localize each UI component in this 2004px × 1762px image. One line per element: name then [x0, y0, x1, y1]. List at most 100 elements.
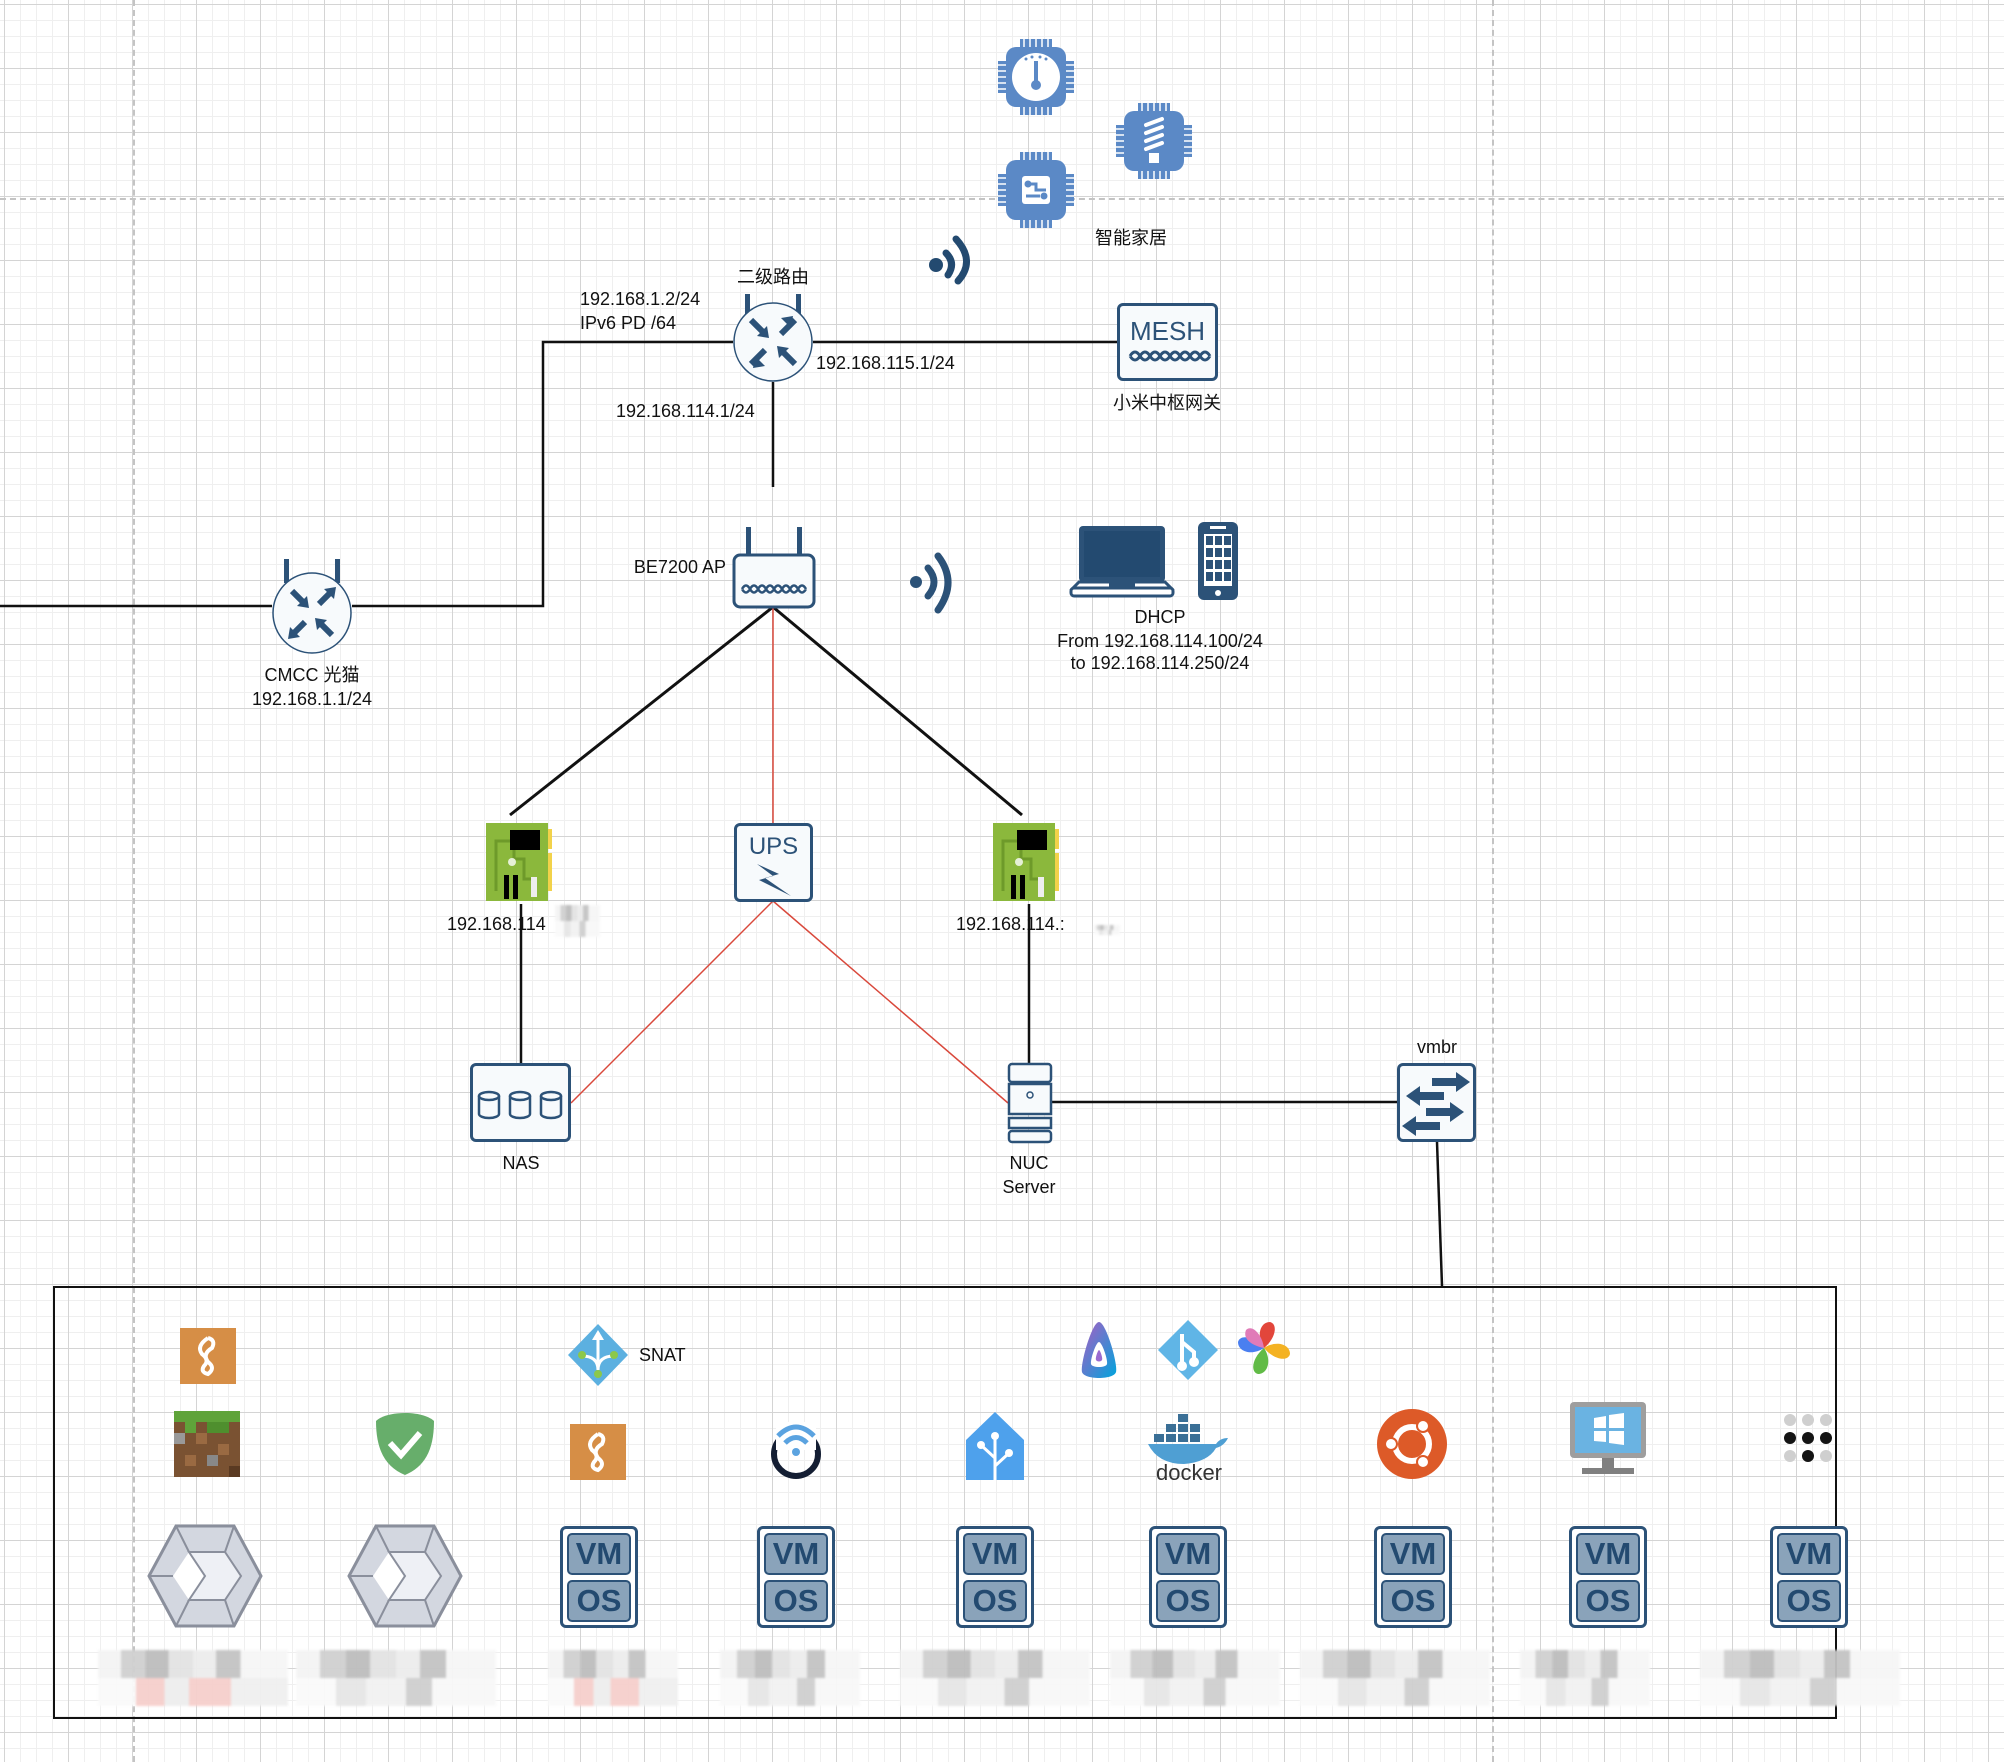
lightning-bolt-icon	[757, 864, 791, 896]
redacted-guest-name	[720, 1650, 860, 1706]
os-text: OS	[1381, 1580, 1445, 1622]
thermometer-chip-icon[interactable]	[996, 37, 1076, 117]
vm-text: VM	[1156, 1533, 1220, 1575]
ubuntu-icon	[1377, 1409, 1447, 1479]
docker-icon: docker	[1148, 1414, 1228, 1482]
wifi-signal-icon	[929, 235, 970, 285]
network-card-right-icon[interactable]	[991, 821, 1061, 903]
wifi-signal-icon	[910, 552, 952, 614]
circuit-chip-icon[interactable]	[996, 150, 1076, 230]
bridge-label: vmbr	[1417, 1037, 1457, 1057]
vm-text: VM	[1777, 1533, 1841, 1575]
smart-home-label: 智能家居	[1095, 228, 1167, 248]
network-card-left-icon[interactable]	[484, 821, 554, 903]
os-text: OS	[1777, 1580, 1841, 1622]
openwrt-wifi-icon	[771, 1422, 821, 1479]
mesh-box-text: MESH	[1129, 316, 1206, 346]
nas[interactable]	[470, 1063, 571, 1142]
vm-icon[interactable]: VM OS	[1149, 1526, 1227, 1628]
redacted-guest-name	[1700, 1650, 1900, 1706]
os-text: OS	[567, 1580, 631, 1622]
vm-text: VM	[764, 1533, 828, 1575]
vm-text: VM	[963, 1533, 1027, 1575]
secondary-router-icon[interactable]	[731, 292, 815, 384]
redacted-guest-name	[1520, 1650, 1650, 1706]
redacted-ip-suffix	[555, 905, 600, 937]
modem-router-icon[interactable]	[270, 557, 354, 655]
ups-to-nas-power-line[interactable]	[570, 900, 774, 1104]
router-lan-114-ip: 192.168.114.1/24	[616, 401, 755, 421]
vm-icon[interactable]: VM OS	[956, 1526, 1034, 1628]
os-text: OS	[764, 1580, 828, 1622]
disk-array-icon	[477, 1090, 563, 1120]
proxmox-guests-container	[53, 1286, 1837, 1719]
lxc-container-icon[interactable]	[347, 1524, 463, 1628]
router-wan-ip: 192.168.1.2/24	[580, 289, 701, 309]
git-icon	[1158, 1320, 1218, 1380]
dhcp-range-from: From 192.168.114.100/24	[1057, 631, 1263, 651]
page-break-vertical	[133, 0, 135, 1762]
windows-desktop-icon	[1570, 1402, 1646, 1474]
ap-to-nic-left-line[interactable]	[509, 605, 774, 817]
wireguard-icon	[570, 1424, 626, 1480]
photos-pinwheel-icon	[1238, 1322, 1290, 1374]
redacted-guest-name	[296, 1650, 496, 1706]
vmbr-to-guests-line[interactable]	[1435, 1141, 1444, 1287]
vm-icon[interactable]: VM OS	[1374, 1526, 1452, 1628]
ap-to-nic-right-line[interactable]	[772, 605, 1023, 817]
os-text: OS	[963, 1580, 1027, 1622]
vm-icon[interactable]: VM OS	[1770, 1526, 1848, 1628]
modem-to-router-line[interactable]	[352, 340, 733, 608]
dhcp-title: DHCP	[1134, 607, 1186, 627]
vmbr-bridge[interactable]	[1397, 1063, 1476, 1142]
access-point-icon[interactable]	[732, 525, 816, 611]
modem-ip: 192.168.1.1/24	[251, 689, 373, 709]
vm-text: VM	[1381, 1533, 1445, 1575]
azure-nat-icon	[568, 1324, 628, 1386]
page-break-vertical	[1492, 0, 1494, 1762]
redacted-ip-suffix	[1094, 925, 1120, 935]
ups-to-nuc-power-line[interactable]	[772, 900, 1009, 1104]
router-lan-115-ip: 192.168.115.1/24	[816, 353, 955, 373]
switch-arrows-icon	[1402, 1072, 1470, 1136]
smartphone-icon[interactable]	[1196, 520, 1240, 602]
snat-label: SNAT	[639, 1345, 686, 1365]
ups-box-text: UPS	[748, 833, 799, 860]
modem-label: CMCC 光猫	[264, 665, 360, 685]
ups[interactable]: UPS	[734, 823, 813, 902]
access-point-label: BE7200 AP	[633, 557, 726, 577]
mesh-wave-icon	[1128, 350, 1212, 362]
nic-left-ip: 192.168.114	[447, 914, 546, 934]
nas-label: NAS	[502, 1153, 540, 1173]
jellyfin-icon	[1081, 1322, 1117, 1378]
os-text: OS	[1156, 1580, 1220, 1622]
nuc-label: NUC	[1009, 1153, 1049, 1173]
redacted-guest-name	[98, 1650, 288, 1706]
vm-text: VM	[1576, 1533, 1640, 1575]
redacted-guest-name	[900, 1650, 1090, 1706]
minecraft-grass-block-icon	[174, 1411, 240, 1477]
lightbulb-chip-icon[interactable]	[1114, 101, 1194, 181]
laptop-icon[interactable]	[1069, 524, 1175, 600]
redacted-guest-name	[1300, 1650, 1490, 1706]
wireguard-icon	[180, 1328, 236, 1384]
lxc-container-icon[interactable]	[147, 1524, 263, 1628]
nuc-label-server: Server	[1002, 1177, 1056, 1197]
adguard-shield-icon	[376, 1413, 434, 1475]
redacted-guest-name	[548, 1650, 678, 1706]
mesh-gateway[interactable]: MESH	[1117, 303, 1218, 381]
vm-text: VM	[567, 1533, 631, 1575]
dhcp-range-to: to 192.168.114.250/24	[1070, 653, 1250, 673]
vm-icon[interactable]: VM OS	[757, 1526, 835, 1628]
mesh-gateway-label: 小米中枢网关	[1113, 393, 1221, 413]
tailscale-icon	[1784, 1414, 1832, 1462]
nic-right-ip: 192.168.114.:	[956, 914, 1065, 934]
home-assistant-icon	[966, 1412, 1024, 1480]
nuc-server-icon[interactable]	[1007, 1062, 1053, 1144]
router-wan-ipv6: IPv6 PD /64	[580, 313, 677, 333]
vm-icon[interactable]: VM OS	[560, 1526, 638, 1628]
secondary-router-label: 二级路由	[737, 267, 809, 287]
os-text: OS	[1576, 1580, 1640, 1622]
vm-icon[interactable]: VM OS	[1569, 1526, 1647, 1628]
